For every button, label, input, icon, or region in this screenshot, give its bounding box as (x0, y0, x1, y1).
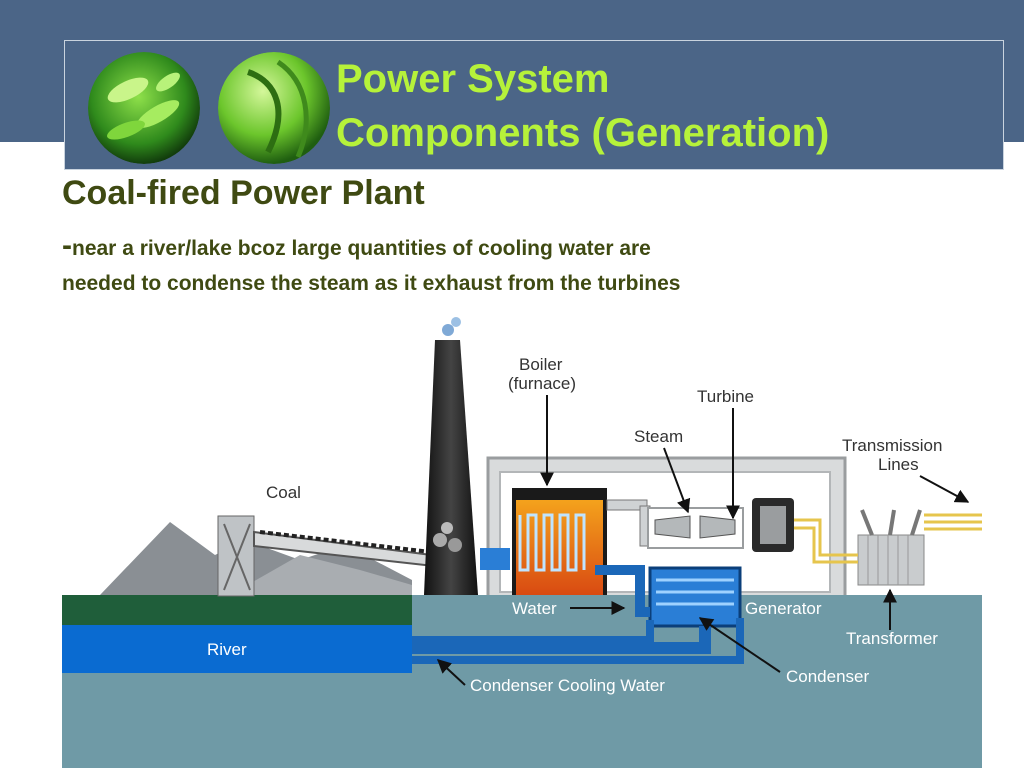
label-condenser-cooling-water: Condenser Cooling Water (470, 676, 665, 695)
river (62, 625, 412, 673)
condenser (648, 566, 742, 628)
grass-bank (62, 595, 412, 625)
title-line-2: Components (Generation) (336, 111, 830, 155)
label-transmission: Transmission (842, 436, 942, 455)
label-water: Water (512, 599, 557, 618)
label-lines: Lines (878, 455, 919, 474)
leaf-orb-icon (88, 52, 200, 164)
title-line-1: Power System (336, 57, 610, 101)
label-boiler: Boiler (519, 355, 563, 374)
label-furnace: (furnace) (508, 374, 576, 393)
label-transformer: Transformer (846, 629, 938, 648)
label-turbine: Turbine (697, 387, 754, 406)
transmission-lines (794, 518, 858, 557)
description-dash: - (62, 229, 72, 262)
label-condenser: Condenser (786, 667, 870, 686)
description-line-1: near a river/lake bcoz large quantities … (72, 237, 651, 260)
power-plant-diagram: Boiler (furnace) Turbine Steam Transmiss… (62, 317, 982, 768)
smokestack (424, 340, 478, 595)
turbine (654, 515, 736, 539)
label-coal: Coal (266, 483, 301, 502)
label-steam: Steam (634, 427, 683, 446)
section-heading: Coal-fired Power Plant (62, 174, 425, 212)
page-title: Power System Components (Generation) (336, 52, 1016, 160)
transformer (857, 534, 925, 586)
description: -near a river/lake bcoz large quantities… (62, 228, 982, 301)
leaf-orb-icon (218, 52, 330, 164)
description-line-2: needed to condense the steam as it exhau… (62, 272, 681, 295)
label-river: River (207, 640, 247, 659)
label-generator: Generator (745, 599, 822, 618)
